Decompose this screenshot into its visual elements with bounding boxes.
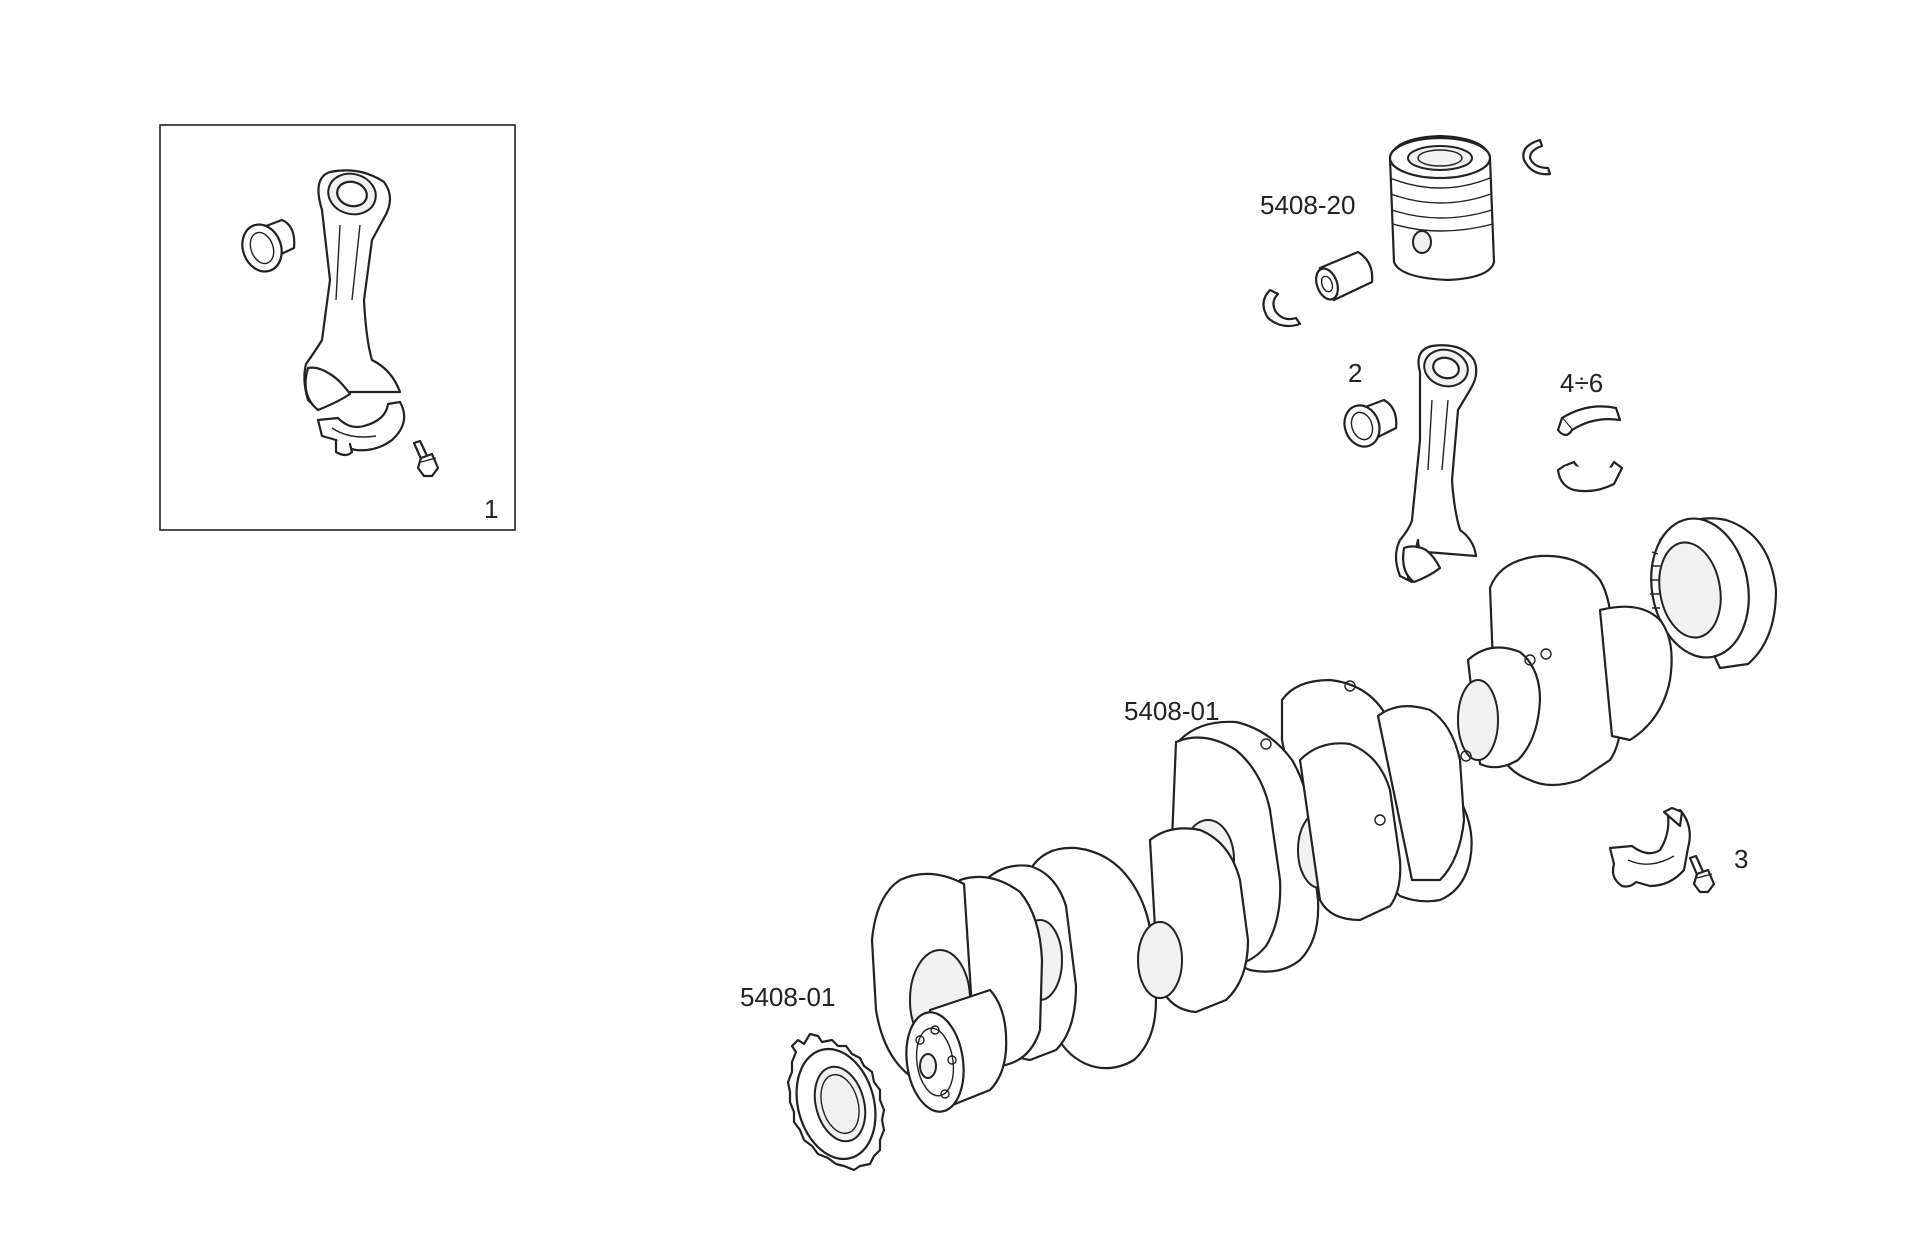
crankshaft: 5408-01 (870, 517, 1778, 1113)
piston-group-label: 5408-20 (1260, 190, 1355, 220)
piston-pin (1315, 250, 1374, 302)
timing-gear-label: 5408-01 (740, 982, 835, 1012)
bearing-shells-label: 4÷6 (1560, 368, 1603, 398)
inset-connecting-rod (303, 169, 402, 412)
crankshaft-nose (905, 988, 1008, 1113)
piston-group: 5408-20 (1260, 134, 1552, 328)
timing-gear: 5408-01 (740, 982, 886, 1172)
big-end-bearing-shells: 4÷6 (1556, 368, 1624, 493)
inset-bushing (241, 218, 296, 273)
inset-connecting-rod-assembly: 1 (159, 124, 516, 531)
main-bearing-cap (1608, 806, 1691, 888)
bolt-item-label: 3 (1734, 844, 1748, 874)
inset-rod-cap (316, 400, 406, 457)
crankshaft-flange-gear (1650, 517, 1778, 670)
connecting-rod (1394, 344, 1478, 584)
small-end-bushing-label: 2 (1348, 358, 1362, 388)
piston-pin-circlip-right (1522, 138, 1552, 176)
inset-cap-bolt (412, 439, 440, 478)
piston-pin-circlip-left (1262, 288, 1302, 328)
small-end-bushing: 2 (1343, 358, 1398, 448)
main-bearing-bolt: 3 (1688, 844, 1748, 894)
inset-item-number: 1 (484, 494, 498, 524)
crankshaft-label: 5408-01 (1124, 696, 1219, 726)
piston (1388, 134, 1496, 282)
